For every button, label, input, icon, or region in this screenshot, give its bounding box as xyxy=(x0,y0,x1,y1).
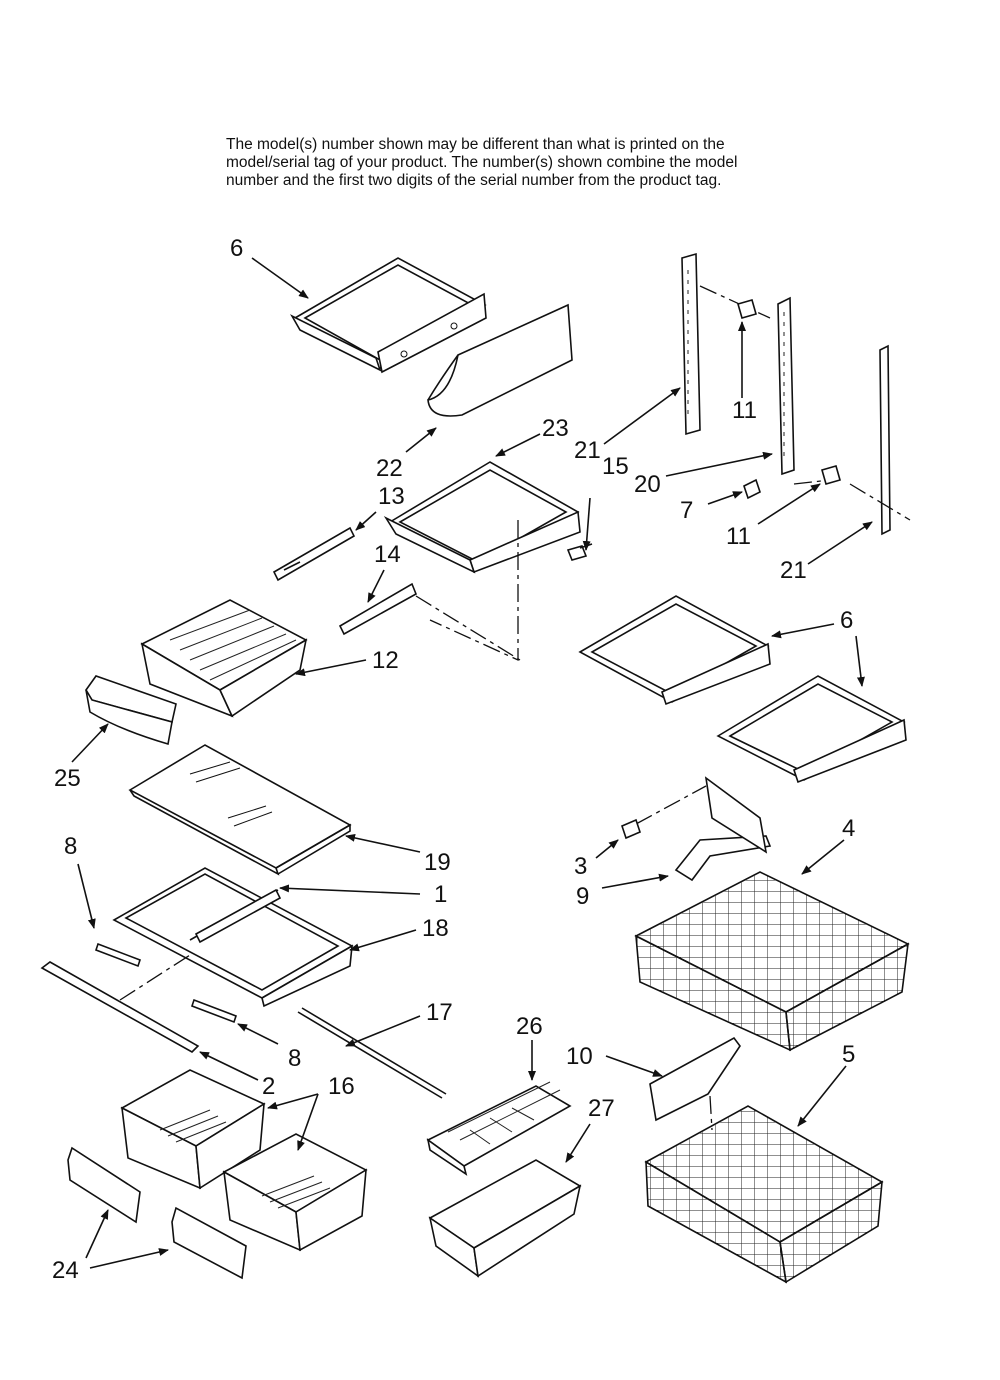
shelf-6-low xyxy=(716,675,907,784)
rod-17 xyxy=(297,1007,447,1099)
callout-9: 9 xyxy=(576,883,589,910)
crisper-bin-16a xyxy=(120,1069,266,1190)
callout-11b: 11 xyxy=(726,523,751,550)
callout-numbers: 6 22 23 13 14 12 25 19 8 1 18 8 17 2 16 … xyxy=(52,235,855,1284)
callout-1: 1 xyxy=(434,881,447,908)
ice-tray-26 xyxy=(426,1081,572,1176)
callout-25: 25 xyxy=(54,765,81,792)
callout-27: 27 xyxy=(588,1095,615,1122)
note-line-3: number and the first two digits of the s… xyxy=(226,172,722,189)
callout-21b: 21 xyxy=(780,557,807,584)
screw-11a xyxy=(737,299,757,319)
ice-bin-27 xyxy=(428,1159,582,1278)
clip-8b xyxy=(190,998,238,1024)
callout-7: 7 xyxy=(680,497,693,524)
screw-11b xyxy=(821,465,841,485)
callout-20: 20 xyxy=(634,471,661,498)
slide-rail-14 xyxy=(338,582,521,661)
model-number-note: The model(s) number shown may be differe… xyxy=(226,136,846,190)
callout-5: 5 xyxy=(842,1041,855,1068)
callout-4: 4 xyxy=(842,815,855,842)
bin-front-24a xyxy=(67,1146,141,1224)
callout-11: 11 xyxy=(732,397,757,424)
clip-8a xyxy=(94,942,142,968)
shelf-23 xyxy=(383,461,581,662)
callout-12: 12 xyxy=(372,647,399,674)
callout-15: 15 xyxy=(602,453,629,480)
callout-3: 3 xyxy=(574,853,587,880)
callout-24: 24 xyxy=(52,1257,79,1284)
crisper-bin-16b xyxy=(222,1133,368,1252)
note-line-1: The model(s) number shown may be differe… xyxy=(226,136,725,153)
callout-2: 2 xyxy=(262,1073,275,1100)
callout-23: 23 xyxy=(542,415,569,442)
rail-20 xyxy=(777,296,831,485)
screw-15 xyxy=(566,543,593,561)
shelf-trim-22 xyxy=(427,303,573,417)
callout-26: 26 xyxy=(516,1013,543,1040)
callout-6b: 6 xyxy=(840,607,853,634)
wire-basket-4 xyxy=(634,871,910,1052)
trim-strip-2 xyxy=(40,954,200,1053)
slide-rail-13 xyxy=(272,526,356,582)
note-line-2: model/serial tag of your product. The nu… xyxy=(226,154,738,171)
callout-8b: 8 xyxy=(288,1045,301,1072)
divider-10 xyxy=(649,1036,741,1131)
bin-front-24b xyxy=(171,1206,247,1280)
callout-8: 8 xyxy=(64,833,77,860)
basket-bracket-9 xyxy=(635,776,772,882)
callout-19: 19 xyxy=(424,849,451,876)
rail-21a xyxy=(681,252,771,436)
callout-17: 17 xyxy=(426,999,453,1026)
rail-21b xyxy=(849,344,911,536)
screw-7 xyxy=(743,478,761,500)
callout-18: 18 xyxy=(422,915,449,942)
leader-lines xyxy=(71,257,873,1269)
shelf-6-mid xyxy=(578,595,771,706)
glass-shelf-19 xyxy=(128,744,352,876)
screw-3 xyxy=(621,818,641,840)
callout-21: 21 xyxy=(574,437,601,464)
shelf-6-top xyxy=(289,257,487,374)
callout-16: 16 xyxy=(328,1073,355,1100)
wire-basket-5 xyxy=(644,1105,884,1284)
callout-14: 14 xyxy=(374,541,401,568)
drawer-front-25 xyxy=(85,675,177,746)
callout-22: 22 xyxy=(376,455,403,482)
drawer-12 xyxy=(140,599,308,718)
callout-13: 13 xyxy=(378,483,405,510)
callout-10: 10 xyxy=(566,1043,593,1070)
crisper-frame-18 xyxy=(112,867,354,1008)
callout-6: 6 xyxy=(230,235,243,262)
